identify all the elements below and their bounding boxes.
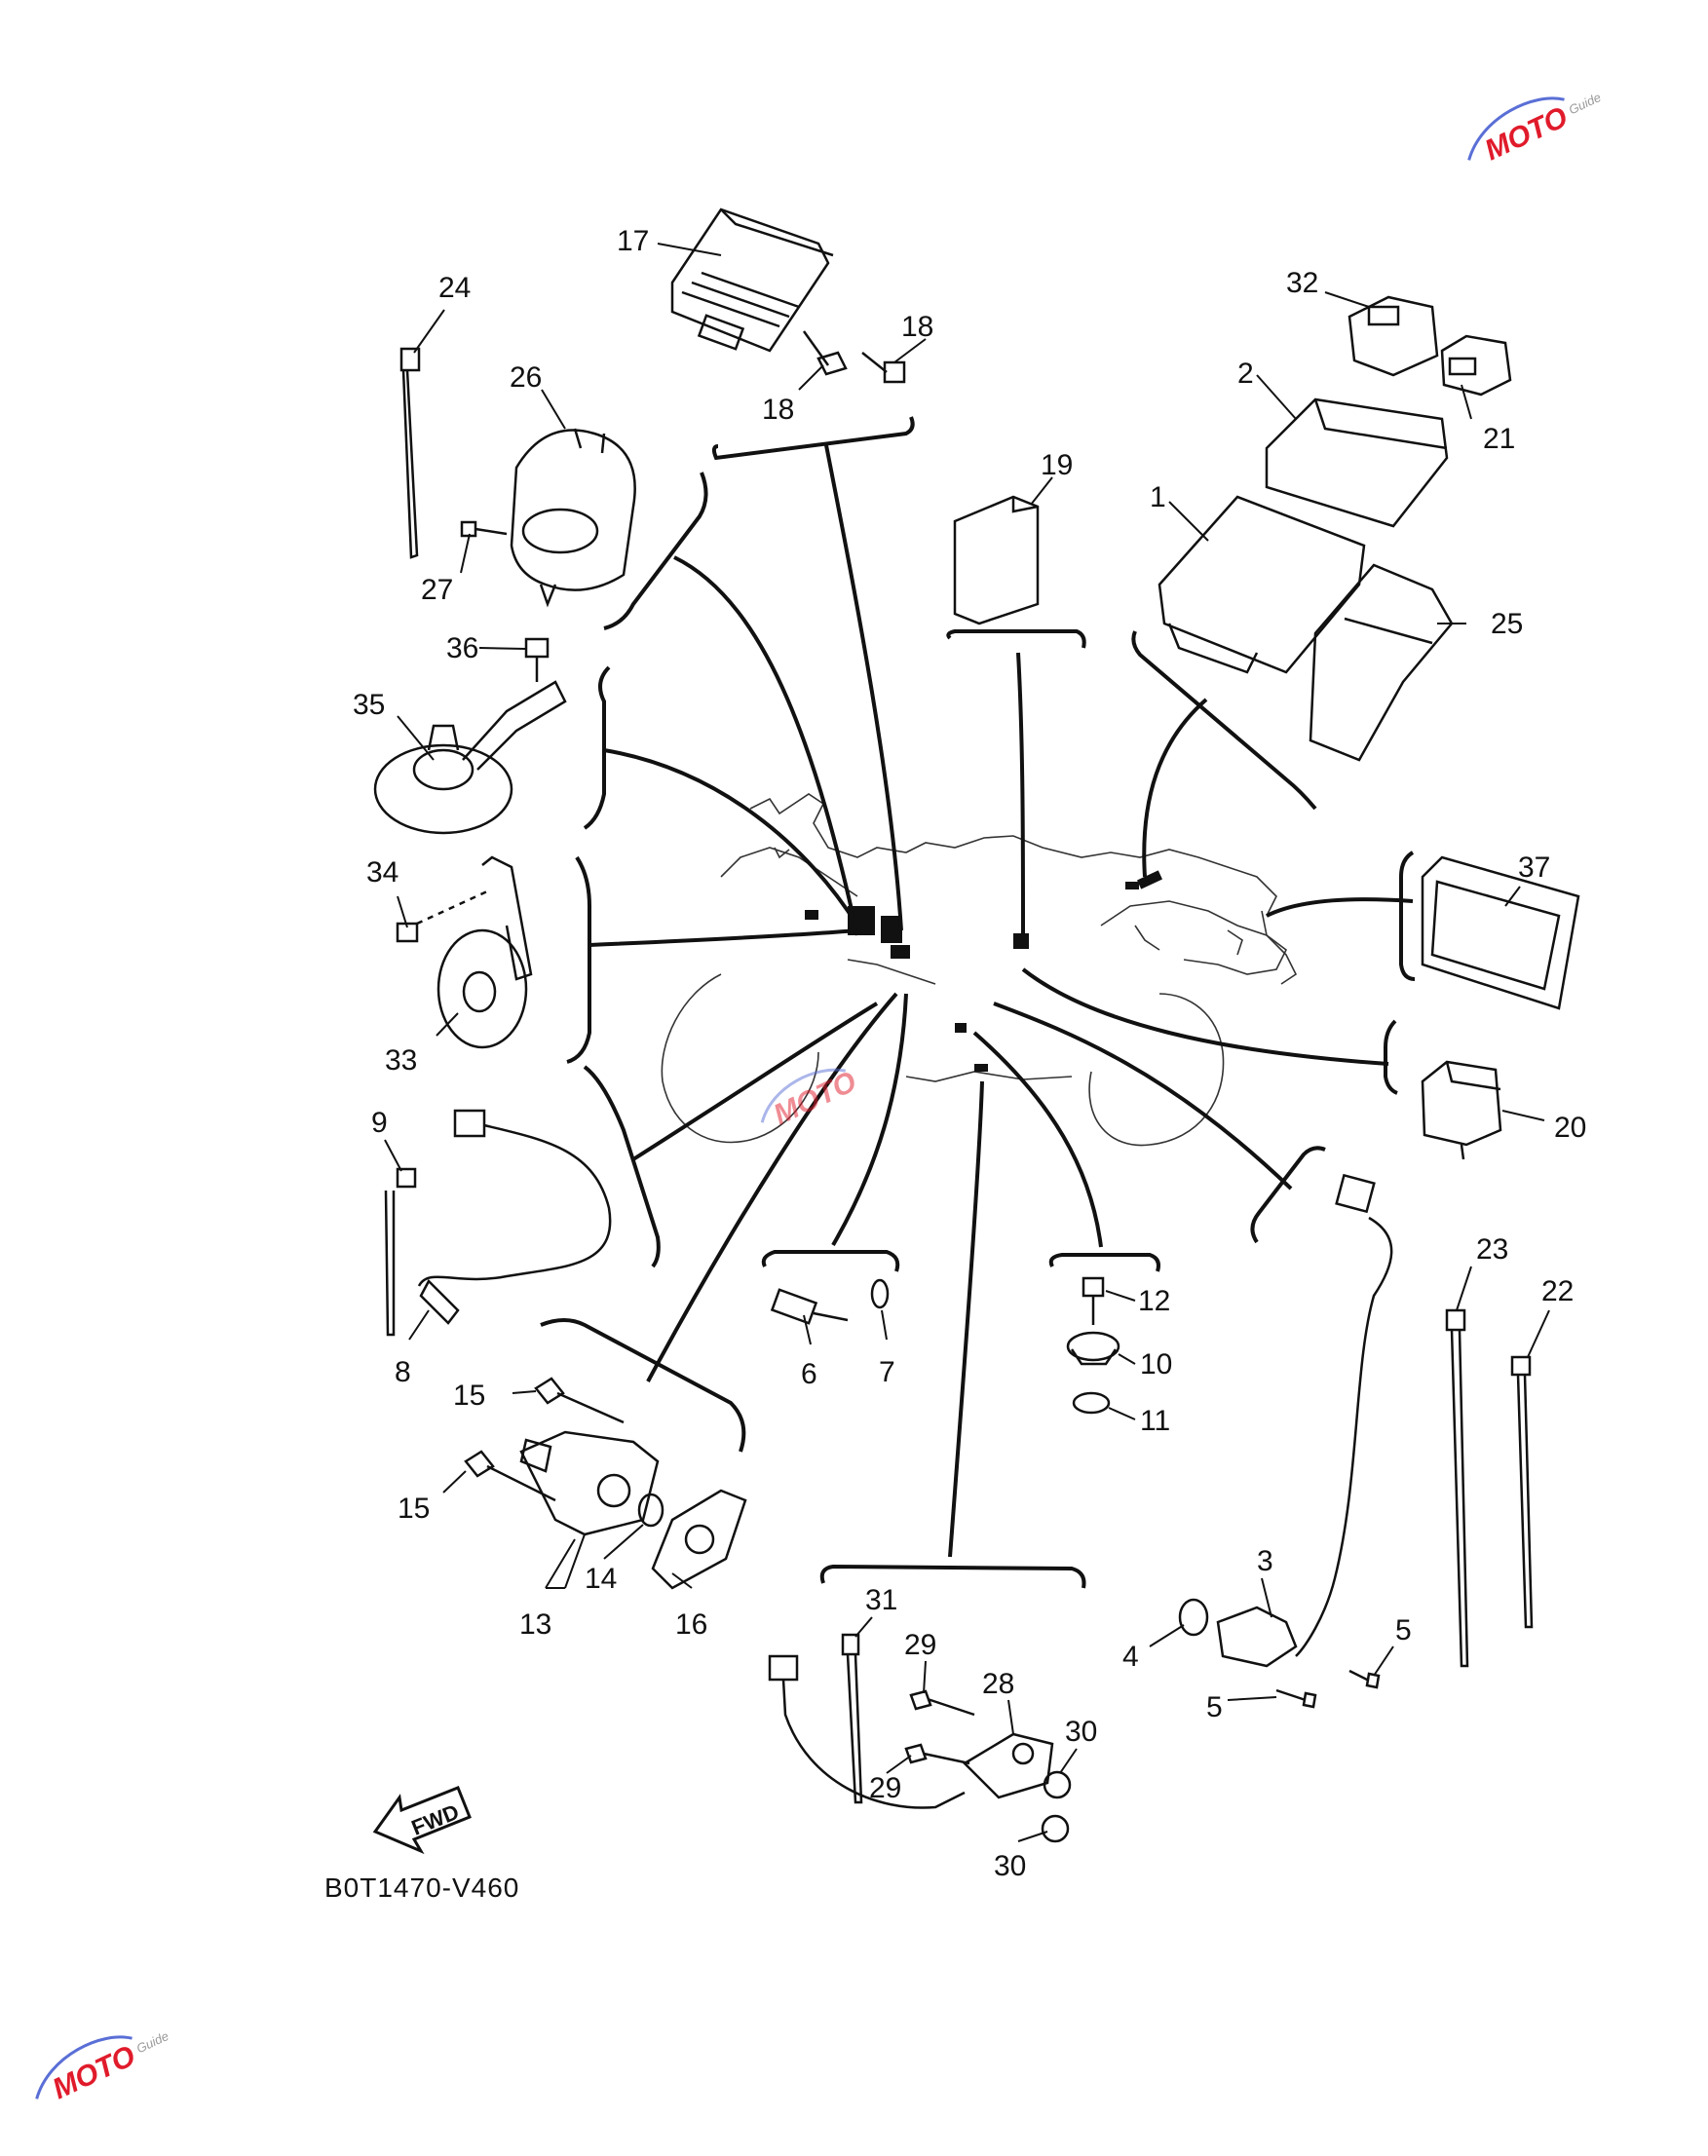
part-24-cable-tie [399, 347, 421, 559]
callout-12: 12 [1138, 1285, 1170, 1317]
callout-7: 7 [879, 1356, 895, 1388]
part-5-bolts [1275, 1669, 1381, 1709]
callout-2: 2 [1237, 358, 1254, 390]
callout-29-upper: 29 [904, 1629, 936, 1661]
callout-6: 6 [801, 1358, 817, 1390]
part-10-sensor [1066, 1331, 1120, 1366]
part-3-sensor [1216, 1173, 1393, 1668]
callout-30-upper: 30 [1065, 1716, 1097, 1748]
diagram-code: B0T1470-V460 [324, 1872, 519, 1903]
callout-35: 35 [353, 689, 385, 721]
part-23-cable-tie [1445, 1308, 1469, 1668]
callout-24: 24 [438, 272, 471, 304]
callout-37: 37 [1518, 851, 1550, 884]
svg-text:MOTO: MOTO [1480, 101, 1573, 168]
part-37-meter [1421, 855, 1580, 1010]
callout-27: 27 [421, 574, 453, 606]
part-22-cable-tie [1510, 1355, 1534, 1629]
callout-19: 19 [1041, 449, 1073, 481]
part-28-switch [768, 1654, 1054, 1809]
callout-3: 3 [1257, 1545, 1273, 1577]
callout-29-lower: 29 [869, 1772, 901, 1804]
callout-22: 22 [1541, 1275, 1574, 1307]
callout-31: 31 [865, 1584, 897, 1616]
part-1-ecu [1158, 495, 1366, 674]
callout-14: 14 [585, 1563, 617, 1595]
part-18-bolts [802, 330, 906, 384]
part-31-cable-tie [841, 1633, 863, 1804]
svg-text:Guide: Guide [134, 2028, 171, 2056]
part-33-horn [436, 855, 533, 1049]
callout-20: 20 [1554, 1112, 1586, 1144]
callout-34: 34 [366, 856, 399, 889]
callout-15-upper: 15 [453, 1380, 485, 1412]
callout-10: 10 [1140, 1348, 1172, 1381]
callout-26: 26 [510, 361, 542, 394]
part-20-relay [1421, 1060, 1502, 1160]
part-32-unit [1347, 295, 1439, 377]
watermark-top-right: MOTO Guide [1467, 90, 1604, 168]
callout-32: 32 [1286, 267, 1318, 299]
callout-leaders [384, 243, 1550, 1842]
part-9-cable-tie [384, 1167, 417, 1337]
part-11-o-ring [1072, 1391, 1111, 1415]
callout-13: 13 [519, 1608, 551, 1641]
watermark-bottom-left: MOTO Guide [35, 2028, 171, 2106]
part-14-o-ring [637, 1493, 664, 1528]
parts [373, 208, 1580, 1843]
bracket-markers [540, 416, 1416, 1589]
callout-9: 9 [371, 1107, 388, 1139]
callout-23: 23 [1476, 1233, 1508, 1266]
part-12-bolt [1082, 1276, 1105, 1325]
part-35-horn [373, 680, 567, 835]
callout-36: 36 [446, 632, 478, 664]
part-19-relay [953, 495, 1040, 625]
part-36-bolt [524, 637, 550, 682]
part-26-cover [510, 428, 636, 608]
part-27-screw [460, 520, 508, 538]
central-components [805, 870, 1162, 1072]
part-21-connector [1440, 334, 1512, 397]
part-6-sender [770, 1288, 849, 1325]
part-7-washer [870, 1278, 890, 1309]
callout-28: 28 [982, 1668, 1014, 1700]
callout-numbers: 17 18 18 24 26 27 36 35 34 33 9 8 15 15 … [353, 225, 1586, 1882]
callout-21: 21 [1483, 423, 1515, 455]
callout-17: 17 [617, 225, 649, 257]
part-8-sensor [417, 1109, 612, 1325]
svg-text:Guide: Guide [1567, 90, 1604, 117]
part-30-nuts [1041, 1770, 1072, 1843]
svg-text:MOTO: MOTO [48, 2040, 140, 2106]
callout-4: 4 [1122, 1641, 1139, 1673]
callout-15-lower: 15 [398, 1493, 430, 1525]
callout-18-upper: 18 [901, 311, 933, 343]
callout-25: 25 [1491, 608, 1523, 640]
leader-lines [588, 444, 1414, 1558]
callout-1: 1 [1150, 481, 1166, 513]
part-34-bolt [396, 889, 488, 943]
callout-5-right: 5 [1395, 1614, 1412, 1646]
fwd-arrow: FWD [372, 1786, 472, 1855]
callout-8: 8 [395, 1356, 411, 1388]
callout-11: 11 [1140, 1405, 1170, 1437]
part-17-regulator [670, 208, 834, 353]
part-13-valve [519, 1430, 660, 1536]
part-16-gasket [651, 1489, 747, 1590]
callout-16: 16 [675, 1608, 707, 1641]
part-2-ecu [1265, 397, 1449, 528]
callout-33: 33 [385, 1044, 417, 1077]
callout-5-left: 5 [1206, 1691, 1223, 1723]
part-25-bracket [1309, 563, 1454, 762]
part-4-o-ring [1178, 1598, 1209, 1637]
motorcycle-outline [661, 793, 1298, 1147]
part-29-bolts [904, 1689, 975, 1765]
callout-30-lower: 30 [994, 1850, 1026, 1882]
callout-18-lower: 18 [762, 394, 794, 426]
